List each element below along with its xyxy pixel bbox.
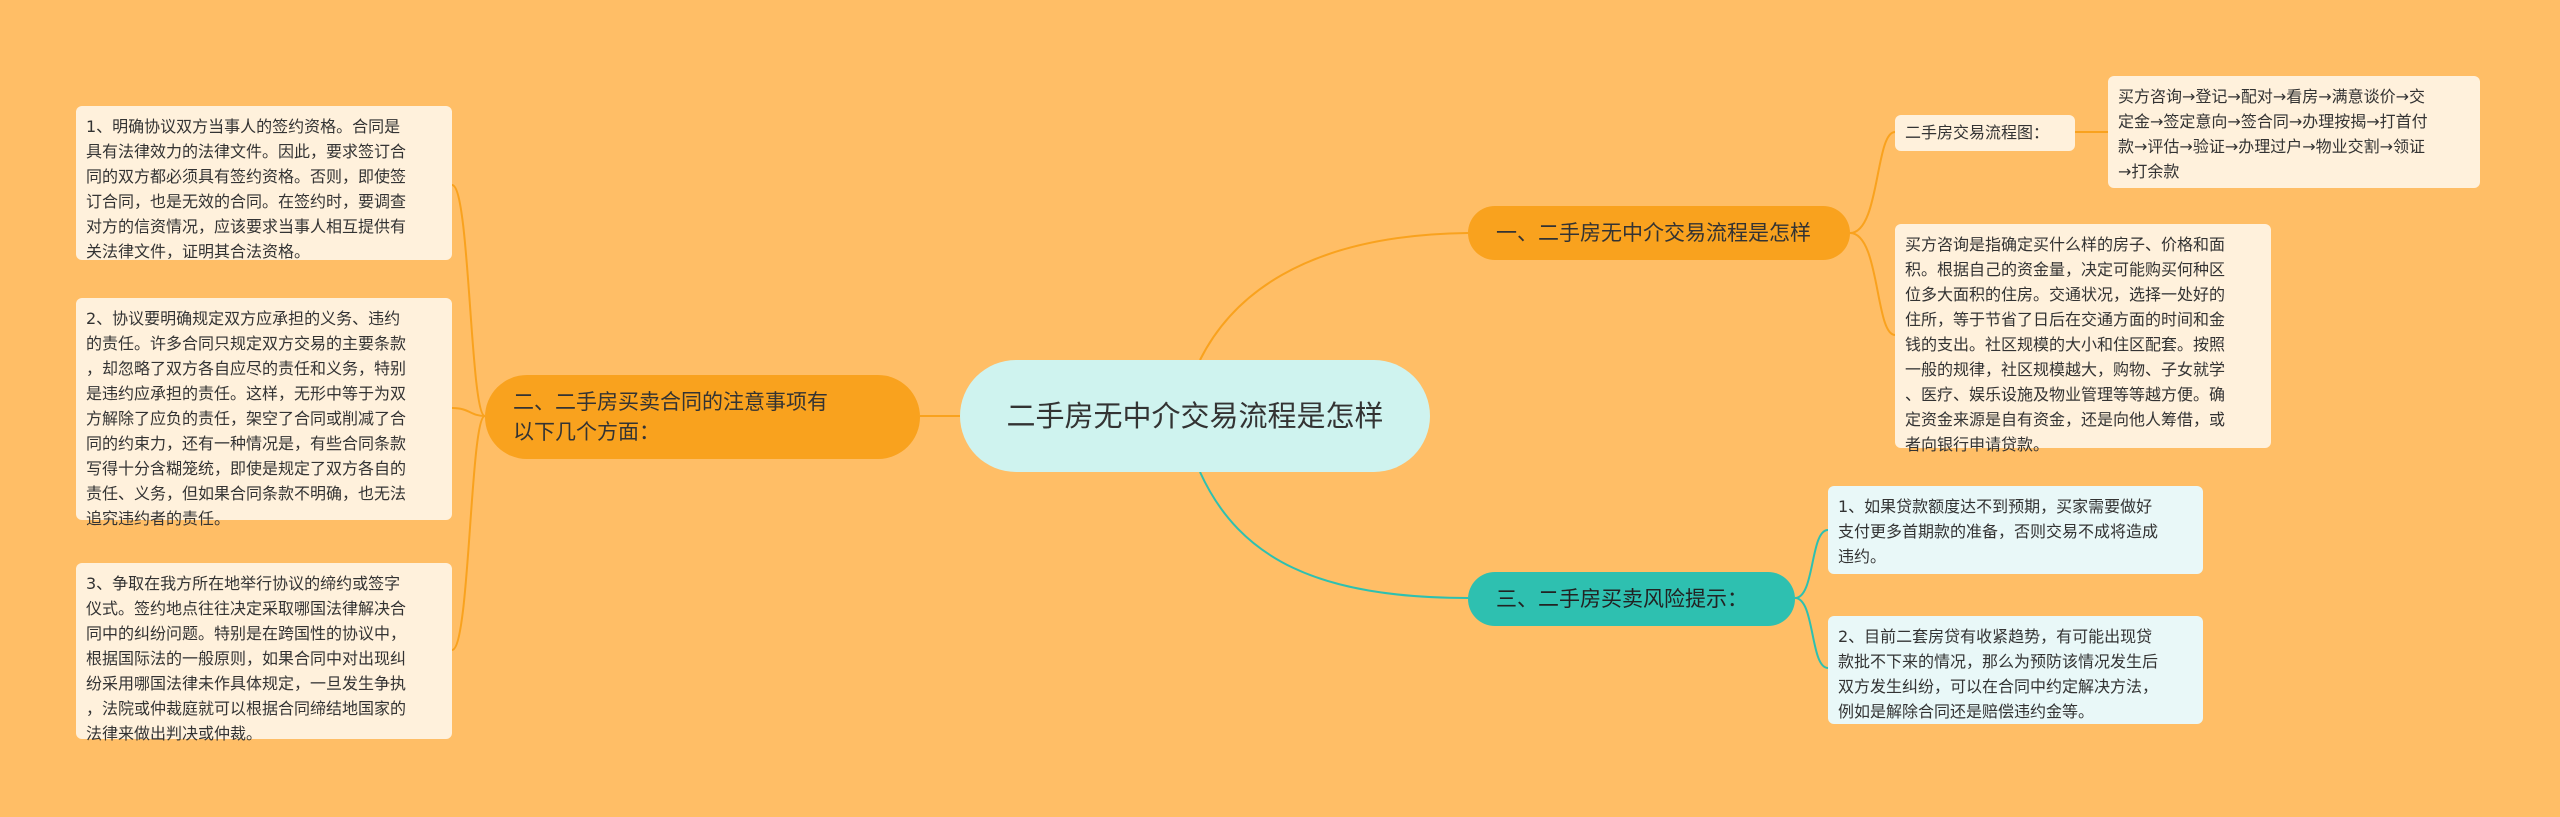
branch-2-topic[interactable]: 二、二手房买卖合同的注意事项有 以下几个方面： bbox=[485, 375, 920, 459]
branch-3-item-2[interactable]: 2、目前二套房贷有收紧趋势，有可能出现贷 款批不下来的情况，那么为预防该情况发生… bbox=[1828, 616, 2203, 724]
branch-1-topic[interactable]: 一、二手房无中介交易流程是怎样 bbox=[1468, 206, 1850, 260]
branch-2-item-1[interactable]: 1、明确协议双方当事人的签约资格。合同是 具有法律效力的法律文件。因此，要求签订… bbox=[76, 106, 452, 261]
link-branch1-sub bbox=[1849, 131, 1896, 234]
link-center-branch1 bbox=[1199, 232, 1469, 361]
branch-2-label: 二、二手房买卖合同的注意事项有 以下几个方面： bbox=[513, 390, 828, 444]
link-branch1-detail bbox=[1849, 232, 1896, 336]
link-branch2-item3 bbox=[451, 415, 486, 651]
branch-2-item-3[interactable]: 3、争取在我方所在地举行协议的缔约或签字 仪式。签约地点往往决定采取哪国法律解决… bbox=[76, 563, 452, 743]
link-branch2-item2 bbox=[451, 407, 486, 417]
branch-1-flow-leaf[interactable]: 买方咨询→登记→配对→看房→满意谈价→交 定金→签定意向→签合同→办理按揭→打首… bbox=[2108, 76, 2480, 188]
link-center-branch3 bbox=[1199, 471, 1469, 599]
link-branch3-item2 bbox=[1794, 597, 1829, 669]
branch-3-topic[interactable]: 三、二手房买卖风险提示： bbox=[1468, 572, 1795, 626]
branch-2-item-2[interactable]: 2、协议要明确规定双方应承担的义务、违约 的责任。许多合同只规定双方交易的主要条… bbox=[76, 298, 452, 528]
branch-1-sub-label[interactable]: 二手房交易流程图： bbox=[1895, 115, 2075, 151]
link-branch3-item1 bbox=[1794, 529, 1829, 599]
link-branch2-item1 bbox=[451, 184, 486, 417]
central-topic[interactable]: 二手房无中介交易流程是怎样 bbox=[960, 360, 1430, 472]
branch-3-item-1[interactable]: 1、如果贷款额度达不到预期，买家需要做好 支付更多首期款的准备，否则交易不成将造… bbox=[1828, 486, 2203, 574]
branch-1-detail-leaf[interactable]: 买方咨询是指确定买什么样的房子、价格和面 积。根据自己的资金量，决定可能购买何种… bbox=[1895, 224, 2271, 454]
